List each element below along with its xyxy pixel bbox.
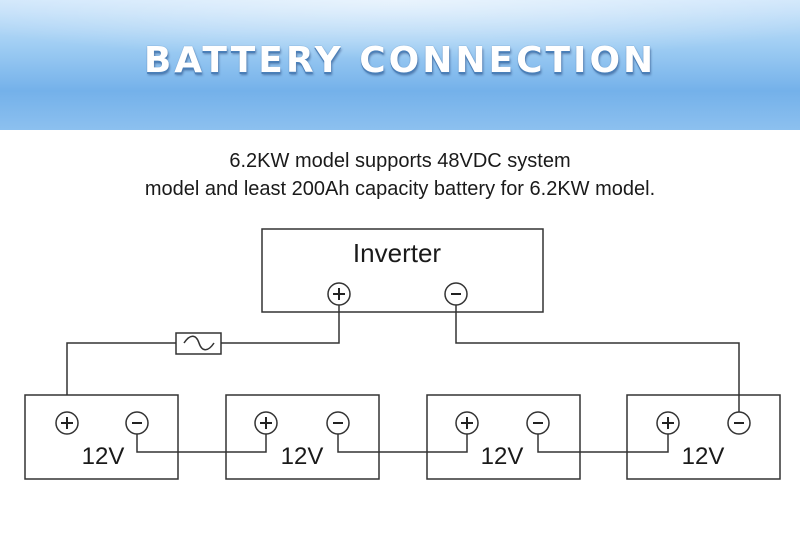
battery-1-negative-terminal: [125, 411, 149, 435]
battery-3-label: 12V: [481, 443, 524, 470]
fuse-icon: [175, 332, 222, 355]
battery-4-label: 12V: [682, 443, 725, 470]
battery-3-positive-terminal: [455, 411, 479, 435]
negative-cable: [455, 305, 740, 412]
battery-4-negative-terminal: [727, 411, 751, 435]
battery-box-1: [24, 394, 179, 480]
battery-2-positive-terminal: [254, 411, 278, 435]
inverter-label: Inverter: [353, 238, 441, 268]
battery-1-positive-terminal: [55, 411, 79, 435]
inverter-positive-terminal: [327, 282, 351, 306]
positive-cable-battery-side: [66, 342, 176, 395]
battery-box-4: [626, 394, 781, 480]
header-banner: BATTERY CONNECTION: [0, 0, 800, 130]
description-line-2: model and least 200Ah capacity battery f…: [144, 178, 656, 200]
page-title: BATTERY CONNECTION: [143, 40, 657, 81]
series-link-3-4: [537, 434, 669, 453]
battery-box-3: [426, 394, 581, 480]
battery-3-negative-terminal: [526, 411, 550, 435]
battery-4-positive-terminal: [656, 411, 680, 435]
inverter-box: [261, 228, 544, 313]
battery-2-label: 12V: [281, 443, 324, 470]
series-link-2-3: [337, 434, 468, 453]
inverter-negative-terminal: [444, 282, 468, 306]
positive-cable: [221, 305, 340, 344]
description-line-1: 6.2KW model supports 48VDC system: [229, 150, 571, 172]
battery-1-label: 12V: [82, 443, 125, 470]
series-link-1-2: [136, 434, 267, 453]
battery-2-negative-terminal: [326, 411, 350, 435]
battery-box-2: [225, 394, 380, 480]
